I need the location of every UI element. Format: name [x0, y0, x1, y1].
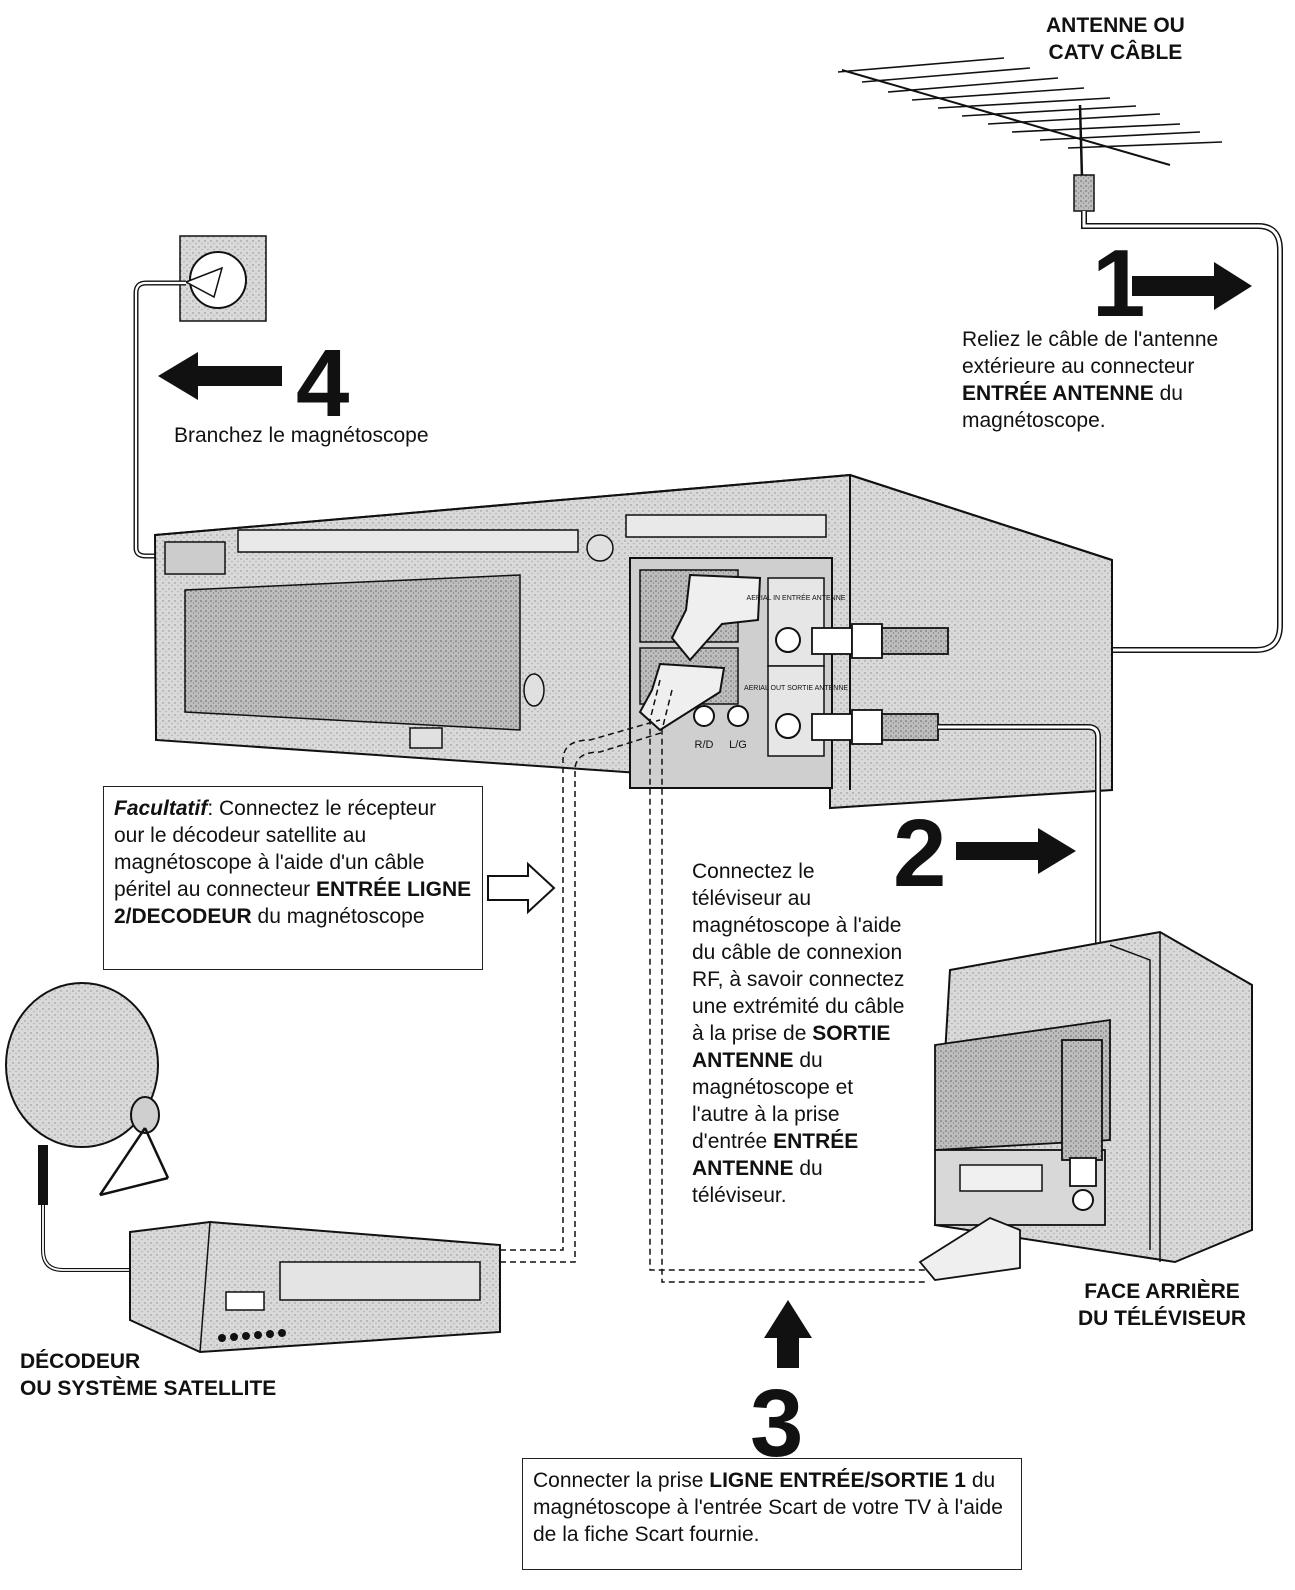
decoder-box-icon — [129, 1220, 501, 1354]
optional-text-bold: ENTRÉE LIGNE 2/DECODEUR — [114, 878, 472, 928]
step4-number: 4 — [296, 330, 350, 437]
aerial-in-label: AERIAL IN ENTRÉE ANTENNE — [747, 593, 846, 602]
step3-box: Connecter la prise LIGNE ENTRÉE/SORTIE 1… — [522, 1458, 1022, 1570]
optional-text-b: du magnétoscope — [251, 905, 425, 928]
antenna-label: ANTENNE OU CATV CÂBLE — [1046, 12, 1185, 66]
step3-text-a: Connecter la prise — [533, 1469, 710, 1492]
scart-cable-decoder — [500, 719, 661, 1251]
audio-right-label: R/D — [695, 739, 714, 751]
yagi-antenna-icon — [837, 57, 1223, 212]
step2-text-bold2: ENTRÉE ANTENNE — [692, 1130, 859, 1180]
aerial-out-label: AERIAL OUT SORTIE ANTENNE — [744, 685, 848, 692]
step4-text: Branchez le magnétoscope — [174, 424, 429, 447]
tv-back-label-line2: DU TÉLÉVISEUR — [1078, 1307, 1247, 1330]
audio-left-label: L/G — [729, 739, 747, 751]
decoder-label: DÉCODEUR OU SYSTÈME SATELLITE — [20, 1348, 276, 1402]
step2-text-bold1: SORTIE ANTENNE — [692, 1022, 891, 1072]
wall-outlet-icon — [179, 235, 267, 322]
step3-number: 3 — [750, 1370, 804, 1477]
tv-back-label: FACE ARRIÈRE DU TÉLÉVISEUR — [1078, 1278, 1246, 1332]
step3-text-bold: LIGNE ENTRÉE/SORTIE 1 — [709, 1469, 966, 1492]
antenna-label-line1: ANTENNE OU — [1046, 14, 1185, 37]
step2-text-c: du téléviseur. — [692, 1157, 823, 1207]
step2-text-a: Connectez le téléviseur au magnétoscope … — [692, 860, 905, 1045]
vcr-back-panel-illustration: AERIAL IN ENTRÉE ANTENNE AERIAL OUT SORT… — [153, 473, 1113, 810]
optional-box: Facultatif: Connectez le récepteur our l… — [103, 786, 483, 970]
step2-text-b: du magnétoscope et l'autre à la prise d'… — [692, 1049, 854, 1153]
step2-number: 2 — [893, 800, 947, 907]
step1-text-bold: ENTRÉE ANTENNE — [962, 382, 1154, 405]
arrow-icon-step4 — [158, 352, 282, 400]
arrow-icon-step1 — [1132, 262, 1252, 310]
step1-text: Reliez le câble de l'antenne extérieure … — [962, 326, 1267, 434]
step1-text-b: du magnétoscope. — [962, 382, 1183, 432]
step3-text-b: du magnétoscope à l'entrée Scart de votr… — [533, 1469, 1003, 1546]
antenna-label-line2: CATV CÂBLE — [1048, 41, 1183, 64]
optional-title: Facultatif — [114, 797, 208, 820]
tv-back-illustration — [918, 930, 1253, 1281]
arrow-icon-step3 — [764, 1300, 812, 1368]
decoder-label-line2: OU SYSTÈME SATELLITE — [20, 1377, 277, 1400]
arrow-icon-optional — [487, 861, 556, 915]
arrow-icon-step2 — [956, 828, 1076, 874]
tv-back-label-line1: FACE ARRIÈRE — [1084, 1280, 1240, 1303]
optional-text-a: : Connectez le récepteur our le décodeur… — [114, 797, 437, 901]
scart-cable-tv — [649, 679, 925, 1271]
decoder-label-line1: DÉCODEUR — [20, 1350, 141, 1373]
power-cable — [133, 280, 215, 559]
step1-text-a: Reliez le câble de l'antenne extérieure … — [962, 328, 1219, 378]
step2-text: Connectez le téléviseur au magnétoscope … — [692, 858, 908, 1209]
dish-cable — [41, 1205, 130, 1272]
satellite-dish-icon — [5, 982, 170, 1205]
step1-number: 1 — [1092, 230, 1146, 337]
